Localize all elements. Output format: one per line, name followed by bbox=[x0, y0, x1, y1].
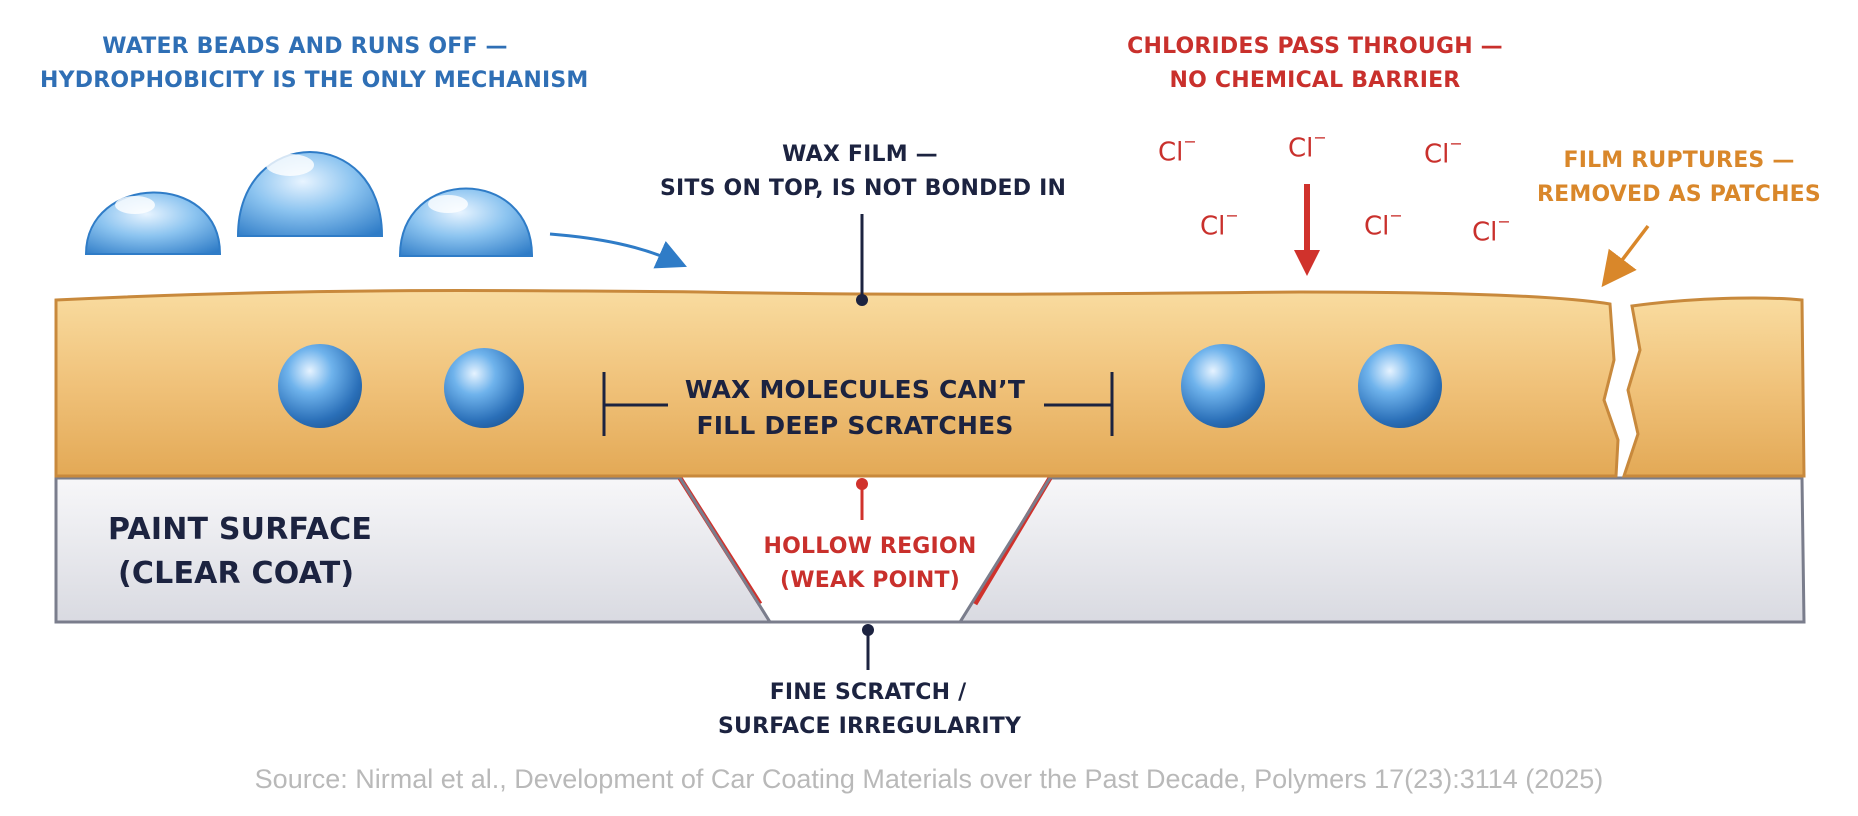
paint-surface-label: PAINT SURFACE (CLEAR COAT) bbox=[108, 508, 372, 596]
wax-molecule bbox=[278, 344, 362, 428]
wax-molecule bbox=[1358, 344, 1442, 428]
hollow-region-label: HOLLOW REGION (WEAK POINT) bbox=[760, 530, 980, 598]
chloride-ion: Cl− bbox=[1472, 212, 1511, 248]
wax-molecule bbox=[444, 348, 524, 428]
droplet-highlight bbox=[428, 195, 468, 213]
scratch-pointer-dot bbox=[862, 624, 874, 636]
wax-film-label: WAX FILM — SITS ON TOP, IS NOT BONDED IN bbox=[660, 138, 1067, 206]
fine-scratch-line1: FINE SCRATCH / bbox=[769, 680, 967, 705]
chloride-arrow-head bbox=[1294, 250, 1320, 276]
fine-scratch-line2: SURFACE IRREGULARITY bbox=[718, 714, 1022, 739]
wax-film-line1: WAX FILM — bbox=[782, 142, 938, 167]
water-droplet bbox=[398, 187, 534, 257]
chloride-ion: Cl− bbox=[1288, 128, 1327, 164]
hollow-region-line2: (WEAK POINT) bbox=[780, 568, 960, 593]
chloride-ion: Cl− bbox=[1158, 132, 1197, 168]
film-rupture-line2: REMOVED AS PATCHES bbox=[1537, 182, 1821, 207]
wax-film-line2: SITS ON TOP, IS NOT BONDED IN bbox=[660, 176, 1067, 201]
chloride-ion: Cl− bbox=[1424, 134, 1463, 170]
water-runoff-arrow bbox=[549, 232, 687, 269]
droplet-highlight bbox=[266, 154, 314, 176]
wax-molecule bbox=[1181, 344, 1265, 428]
water-beads-line2: HYDROPHOBICITY IS THE ONLY MECHANISM bbox=[40, 68, 589, 93]
rupture-arrow bbox=[1601, 224, 1650, 288]
span-bracket bbox=[602, 372, 1114, 436]
film-rupture-line1: FILM RUPTURES — bbox=[1563, 148, 1795, 173]
chlorides-line2: NO CHEMICAL BARRIER bbox=[1169, 68, 1461, 93]
wax-molecules-line1: WAX MOLECULES CAN’T bbox=[684, 375, 1026, 404]
water-beads-line1: WATER BEADS AND RUNS OFF — bbox=[102, 34, 508, 59]
chloride-ion: Cl− bbox=[1364, 206, 1403, 242]
paint-surface-line1: PAINT SURFACE bbox=[108, 512, 373, 547]
hollow-region-line1: HOLLOW REGION bbox=[763, 534, 977, 559]
hollow-region bbox=[680, 478, 1050, 622]
paint-surface-line2: (CLEAR COAT) bbox=[118, 556, 355, 591]
chlorides-line1: CHLORIDES PASS THROUGH — bbox=[1127, 34, 1503, 59]
fine-scratch-label: FINE SCRATCH / SURFACE IRREGULARITY bbox=[718, 676, 1022, 744]
chloride-ion: Cl− bbox=[1200, 206, 1239, 242]
wax-film-fragment bbox=[1621, 296, 1806, 478]
wax-molecules-label: WAX MOLECULES CAN’T FILL DEEP SCRATCHES bbox=[670, 372, 1040, 444]
droplet-highlight bbox=[115, 196, 155, 214]
wax-molecules-line2: FILL DEEP SCRATCHES bbox=[696, 411, 1014, 440]
water-beads-label: WATER BEADS AND RUNS OFF — HYDROPHOBICIT… bbox=[40, 30, 589, 98]
chlorides-label: CHLORIDES PASS THROUGH — NO CHEMICAL BAR… bbox=[1110, 30, 1520, 98]
wax-film-layer bbox=[54, 288, 1620, 478]
hollow-pointer-dot bbox=[856, 478, 868, 490]
film-rupture-label: FILM RUPTURES — REMOVED AS PATCHES bbox=[1520, 144, 1838, 212]
source-caption: Source: Nirmal et al., Development of Ca… bbox=[254, 764, 1604, 794]
wax-film-pointer-dot bbox=[856, 294, 868, 306]
scratch-outline bbox=[678, 477, 1052, 624]
